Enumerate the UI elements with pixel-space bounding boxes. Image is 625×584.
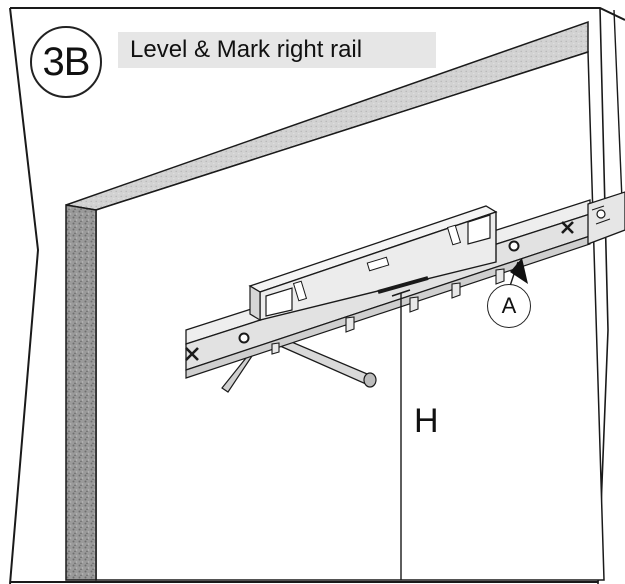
screw-hole-icon (238, 332, 250, 344)
pointer-arrow-icon (509, 258, 528, 287)
screw-hole-icon (508, 240, 520, 252)
spirit-level (248, 205, 498, 322)
height-label: H (414, 402, 439, 440)
step-title: Level & Mark right rail (118, 32, 436, 68)
wall-side-face (65, 204, 97, 581)
bubble-vial-icon (366, 256, 390, 272)
step-number-badge: 3B (30, 26, 102, 98)
bubble-vial-icon (446, 224, 462, 246)
x-mark-icon (185, 347, 199, 361)
bubble-vial-icon (292, 280, 308, 302)
height-dimension (391, 289, 411, 580)
x-mark-icon (561, 221, 574, 234)
part-a-callout: A (487, 284, 531, 328)
